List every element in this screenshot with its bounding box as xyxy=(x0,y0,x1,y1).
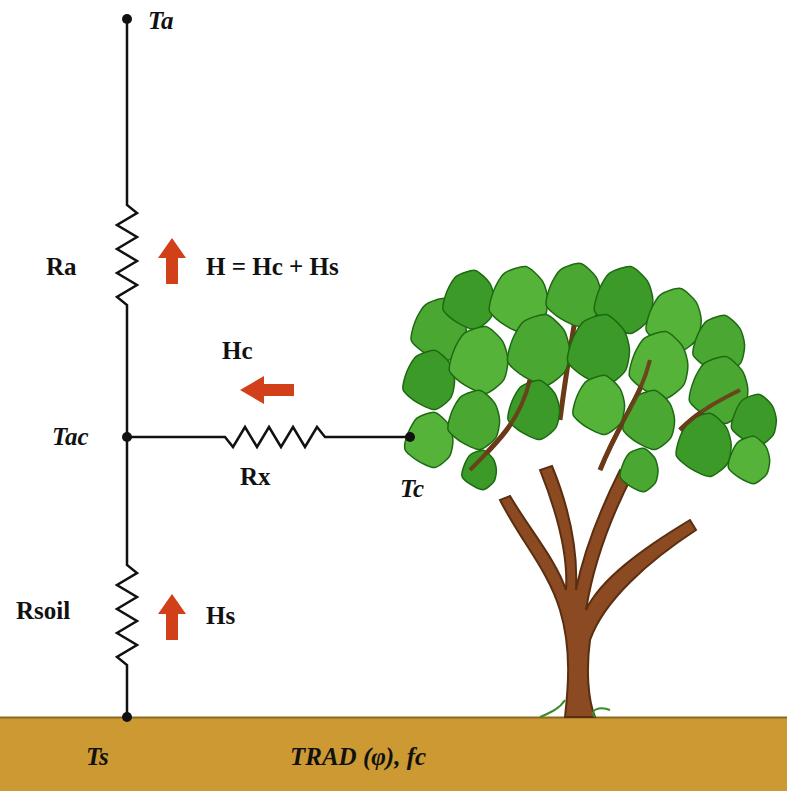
resistance-label: Rsoil xyxy=(16,596,70,625)
temperature-label: Tac xyxy=(52,422,89,451)
leaf-cluster xyxy=(449,326,508,393)
leaf-cluster xyxy=(567,314,629,385)
wire xyxy=(117,18,410,717)
tree-foliage xyxy=(403,263,776,491)
grass-tuft xyxy=(540,700,610,717)
leaf-cluster xyxy=(620,448,658,491)
node-dot xyxy=(122,14,132,24)
resistor-symbol xyxy=(117,18,137,717)
temperature-label: Ts xyxy=(86,742,109,771)
leaf-cluster xyxy=(573,375,625,434)
leaf-cluster xyxy=(507,314,569,385)
leaf-cluster xyxy=(405,412,453,467)
surface-label: TRAD (φ), fc xyxy=(290,742,426,771)
leaf-cluster xyxy=(443,270,495,329)
leaf-cluster xyxy=(508,380,560,439)
flux-arrow xyxy=(158,238,294,640)
leaf-cluster xyxy=(403,350,455,409)
temperature-label: Ta xyxy=(148,6,173,35)
flux-label: H = Hc + Hs xyxy=(206,252,339,281)
tree-branch xyxy=(470,360,740,470)
tree xyxy=(403,263,776,717)
ground-line xyxy=(0,717,787,719)
leaf-cluster xyxy=(623,390,675,449)
temperature-label: Tc xyxy=(400,474,424,503)
leaf-cluster xyxy=(676,413,731,476)
flux-label: Hs xyxy=(206,601,235,630)
resistance-label: Ra xyxy=(46,252,77,281)
resistor-symbol xyxy=(127,427,410,447)
leaf-cluster xyxy=(728,436,769,483)
node-dot xyxy=(405,432,415,442)
soil-band xyxy=(0,717,787,791)
node-dot xyxy=(122,712,132,722)
leaf-cluster xyxy=(462,450,497,489)
flux-label: Hc xyxy=(222,336,253,365)
tree-trunk xyxy=(500,466,696,717)
leaf-cluster xyxy=(448,390,500,449)
resistance-label: Rx xyxy=(240,462,271,491)
node-dot xyxy=(122,432,132,442)
